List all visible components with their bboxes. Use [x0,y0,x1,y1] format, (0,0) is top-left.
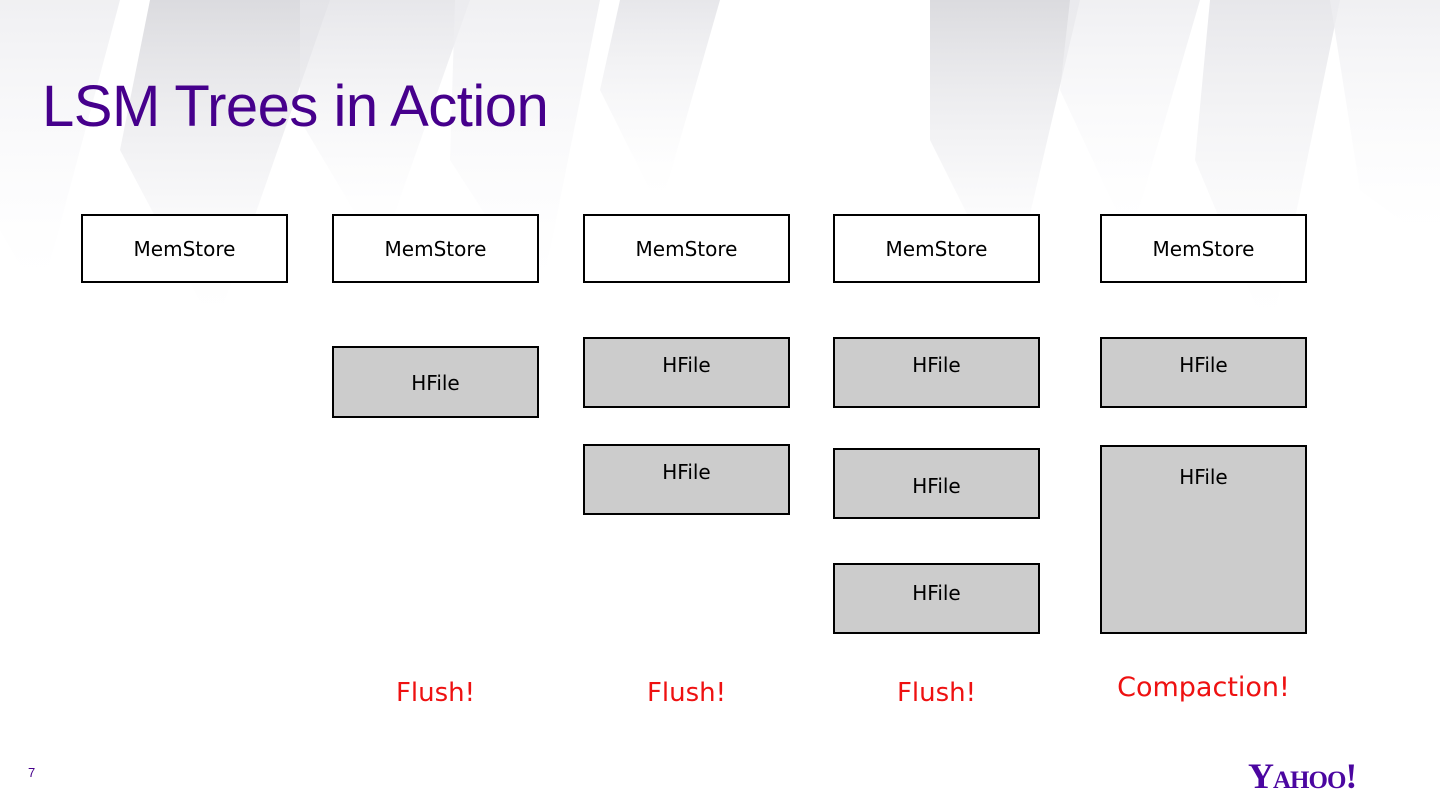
memstore-box[interactable]: MemStore [1100,214,1307,283]
memstore-box[interactable]: MemStore [332,214,539,283]
memstore-label: MemStore [384,237,487,261]
hfile-label: HFile [1179,353,1228,377]
memstore-box[interactable]: MemStore [833,214,1040,283]
stage-caption: Flush! [395,678,476,708]
hfile-box[interactable]: HFile [1100,337,1307,408]
hfile-label: HFile [662,353,711,377]
memstore-label: MemStore [1152,237,1255,261]
memstore-box[interactable]: MemStore [81,214,288,283]
hfile-label: HFile [912,353,961,377]
stage-caption: Flush! [896,678,977,708]
memstore-box[interactable]: MemStore [583,214,790,283]
memstore-label: MemStore [635,237,738,261]
stage-caption: Flush! [646,678,727,708]
stage-caption: Compaction! [1117,672,1290,703]
hfile-label: HFile [411,371,460,395]
yahoo-logo: Yahoo! [1248,756,1357,796]
hfile-box[interactable]: HFile [833,563,1040,634]
hfile-box[interactable]: HFile [833,337,1040,408]
hfile-box[interactable]: HFile [833,448,1040,519]
hfile-label: HFile [1179,465,1228,489]
hfile-label: HFile [912,474,961,498]
hfile-box[interactable]: HFile [583,337,790,408]
page-title: LSM Trees in Action [42,74,549,139]
stage-column-3: MemStore HFile HFile Flush! [583,0,793,810]
memstore-label: MemStore [133,237,236,261]
hfile-box[interactable]: HFile [332,346,539,418]
stage-column-2: MemStore HFile Flush! [332,0,542,810]
hfile-label: HFile [662,460,711,484]
hfile-box-compacted[interactable]: HFile [1100,445,1307,634]
stage-column-4: MemStore HFile HFile HFile Flush! [833,0,1043,810]
yahoo-wordmark: Yahoo! [1248,756,1357,796]
hfile-box[interactable]: HFile [583,444,790,515]
stage-column-5: MemStore HFile HFile Compaction! [1100,0,1310,810]
memstore-label: MemStore [885,237,988,261]
hfile-label: HFile [912,581,961,605]
stage-column-1: MemStore [81,0,291,810]
page-number: 7 [28,765,36,780]
